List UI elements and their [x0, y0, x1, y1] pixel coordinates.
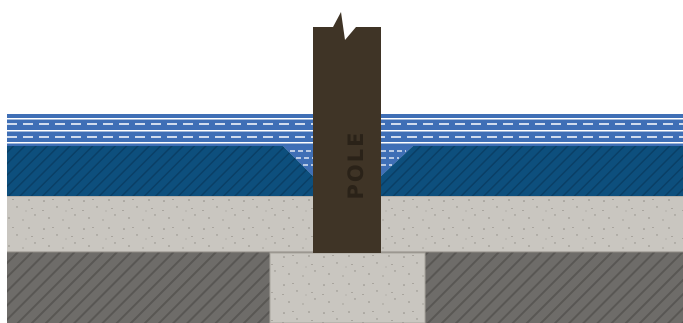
pole-label: POLE	[344, 131, 368, 200]
concrete-footing	[269, 252, 426, 323]
insulation-layer	[7, 146, 683, 196]
pole: POLE	[313, 12, 381, 253]
